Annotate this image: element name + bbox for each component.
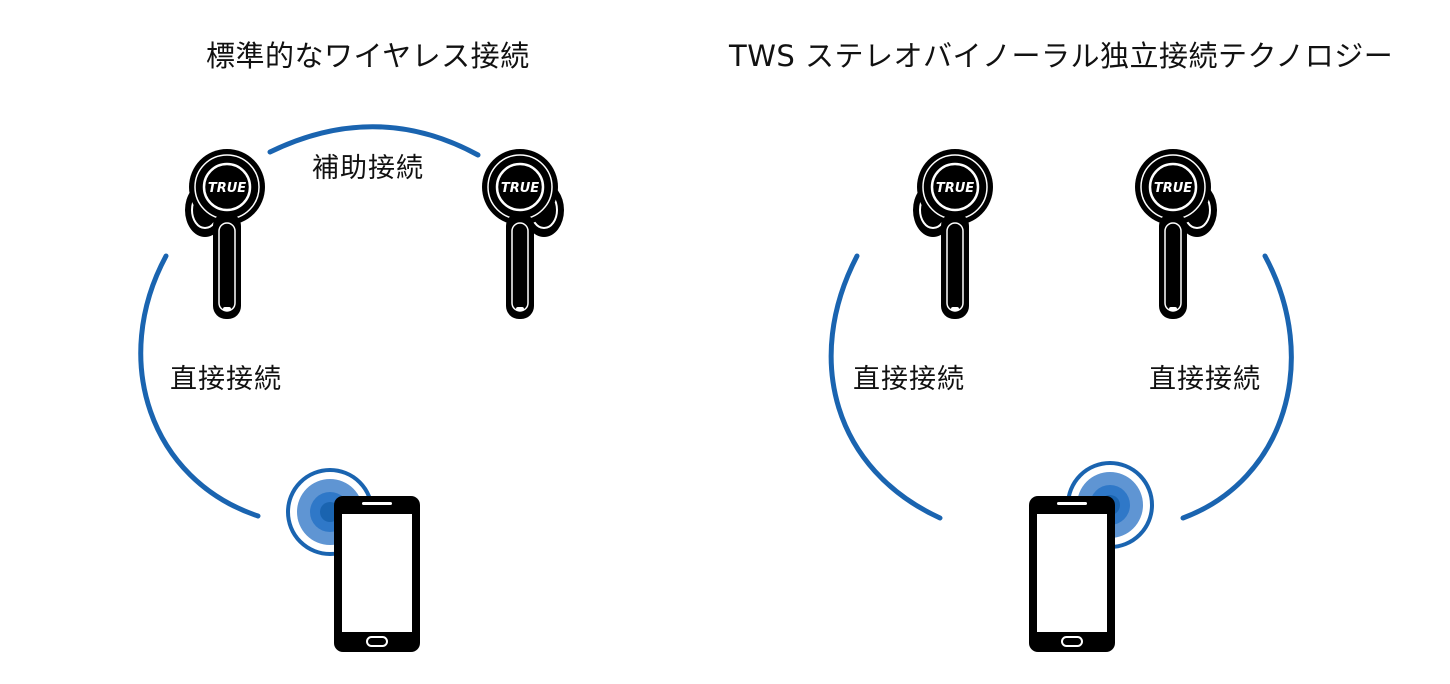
direct-connection-arc (138, 253, 261, 519)
standard-wireless-title: 標準的なワイヤレス接続 (206, 39, 530, 73)
tws-stereo-panel: TRUE TRUE TWS ステレオバイノーラル独立接続テクノロジー 直接接続 … (725, 0, 1450, 684)
standard-wireless-diagram: TRUE TRUE (138, 124, 564, 652)
left-earbud-icon: TRUE (913, 149, 993, 319)
smartphone-icon (1029, 496, 1115, 652)
left-earbud-icon: TRUE (185, 149, 265, 319)
right-direct-connection-label: 直接接続 (1149, 364, 1261, 395)
right-earbud-icon: TRUE (1135, 149, 1217, 319)
direct-connection-label: 直接接続 (170, 364, 282, 395)
right-earbud-icon: TRUE (482, 149, 564, 319)
left-direct-connection-arc (828, 253, 943, 521)
earbud-logo: TRUE (208, 181, 246, 196)
standard-wireless-panel: TRUE TRUE 標準的なワイヤレス接続 補助接続 直接接続 (138, 39, 564, 652)
aux-connection-label: 補助接続 (312, 153, 424, 184)
tws-stereo-title: TWS ステレオバイノーラル独立接続テクノロジー (729, 39, 1394, 73)
smartphone-icon (334, 496, 420, 652)
earbud-logo: TRUE (1154, 181, 1192, 196)
tws-stereo-diagram: TRUE TRUE (828, 149, 1294, 652)
earbud-logo: TRUE (501, 181, 539, 196)
earbud-logo: TRUE (936, 181, 974, 196)
right-direct-connection-arc (1180, 253, 1294, 521)
left-direct-connection-label: 直接接続 (853, 364, 965, 395)
aux-connection-arc (267, 124, 481, 158)
